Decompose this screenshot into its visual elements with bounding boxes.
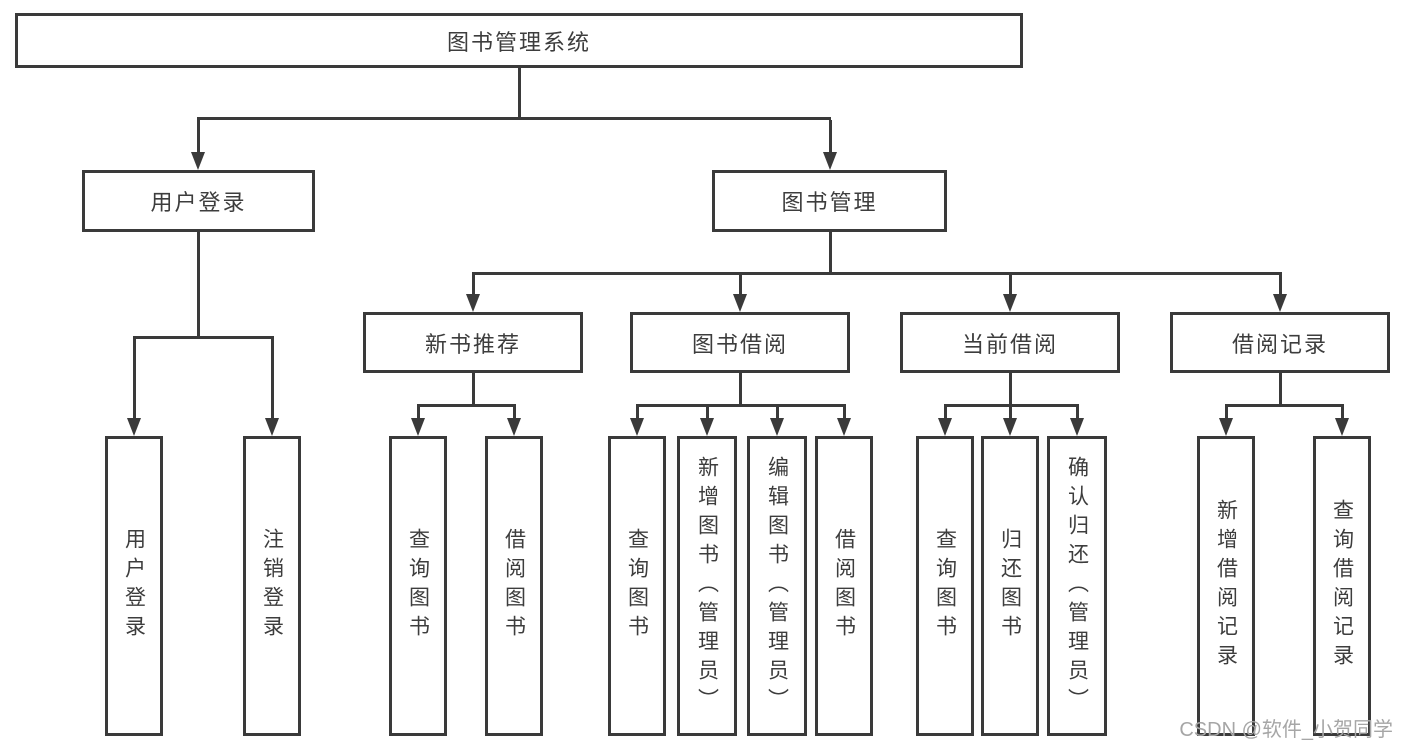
node-label: 查询借阅记录 bbox=[1330, 499, 1354, 673]
edge-new-book-rec-stem bbox=[472, 373, 475, 404]
node-label: 图书借阅 bbox=[691, 331, 788, 357]
node-label: 图书管理 bbox=[781, 190, 878, 215]
arrowhead-book-borrow bbox=[733, 294, 747, 312]
edge-current-borrow-branch bbox=[944, 404, 1079, 407]
edge-to-leaf-logout bbox=[271, 339, 274, 418]
edge-book-mgmt-branch bbox=[472, 272, 1282, 275]
arrowhead-leaf-logout bbox=[265, 418, 279, 436]
edge-book-mgmt-stem bbox=[829, 232, 832, 272]
edge-to-leaf-confirm-return bbox=[1076, 407, 1079, 418]
edge-new-book-rec-branch bbox=[417, 404, 516, 407]
node-label: 用户登录 bbox=[122, 528, 146, 644]
edge-user-login-stem bbox=[197, 232, 200, 336]
node-label: 新增借阅记录 bbox=[1214, 499, 1238, 673]
node-label: 当前借阅 bbox=[961, 331, 1058, 357]
arrowhead-book-mgmt bbox=[823, 152, 837, 170]
arrowhead-leaf-add-book bbox=[700, 418, 714, 436]
node-leaf-add-borrow-record: 新增借阅记录 bbox=[1197, 436, 1255, 736]
node-label: 借阅图书 bbox=[502, 528, 526, 644]
edge-to-leaf-user-login bbox=[133, 339, 136, 418]
edge-to-leaf-borrow-book-borrow bbox=[843, 407, 846, 418]
node-leaf-edit-book: 编辑图书（管理员） bbox=[747, 436, 807, 736]
arrowhead-user-login bbox=[191, 152, 205, 170]
edge-root-stem bbox=[518, 68, 521, 117]
edge-to-leaf-query-borrow-record bbox=[1341, 407, 1344, 418]
node-book-mgmt: 图书管理 bbox=[712, 170, 947, 232]
arrowhead-leaf-edit-book bbox=[770, 418, 784, 436]
arrowhead-leaf-return-book bbox=[1003, 418, 1017, 436]
node-leaf-query-book-rec: 查询图书 bbox=[389, 436, 447, 736]
edge-book-borrow-branch bbox=[636, 404, 846, 407]
arrowhead-leaf-borrow-book-borrow bbox=[837, 418, 851, 436]
node-label: 新增图书（管理员） bbox=[695, 455, 719, 717]
edge-to-book-mgmt bbox=[829, 120, 832, 152]
arrowhead-leaf-add-borrow-record bbox=[1219, 418, 1233, 436]
node-leaf-query-book-current: 查询图书 bbox=[916, 436, 974, 736]
node-label: 图书管理系统 bbox=[446, 29, 591, 55]
edge-to-current-borrow bbox=[1009, 275, 1012, 294]
node-root: 图书管理系统 bbox=[15, 13, 1023, 68]
edge-borrow-record-branch bbox=[1225, 404, 1344, 407]
arrowhead-borrow-record bbox=[1273, 294, 1287, 312]
arrowhead-leaf-user-login bbox=[127, 418, 141, 436]
arrowhead-current-borrow bbox=[1003, 294, 1017, 312]
edge-user-login-branch bbox=[133, 336, 274, 339]
edge-borrow-record-stem bbox=[1279, 373, 1282, 404]
node-leaf-query-borrow-record: 查询借阅记录 bbox=[1313, 436, 1371, 736]
arrowhead-leaf-query-borrow-record bbox=[1335, 418, 1349, 436]
edge-current-borrow-stem bbox=[1009, 373, 1012, 404]
node-leaf-borrow-book-rec: 借阅图书 bbox=[485, 436, 543, 736]
node-label: 确认归还（管理员） bbox=[1065, 455, 1089, 717]
node-label: 查询图书 bbox=[406, 528, 430, 644]
node-user-login: 用户登录 bbox=[82, 170, 315, 232]
node-label: 新书推荐 bbox=[424, 331, 521, 357]
node-leaf-logout: 注销登录 bbox=[243, 436, 301, 736]
edge-to-new-book-rec bbox=[472, 275, 475, 294]
edge-to-leaf-query-book-current bbox=[944, 407, 947, 418]
node-leaf-borrow-book-borrow: 借阅图书 bbox=[815, 436, 873, 736]
watermark-text: CSDN @软件_小贺同学 bbox=[1179, 719, 1393, 741]
node-label: 查询图书 bbox=[625, 528, 649, 644]
edge-to-leaf-return-book bbox=[1009, 407, 1012, 418]
edge-book-borrow-stem bbox=[739, 373, 742, 404]
node-label: 编辑图书（管理员） bbox=[765, 455, 789, 717]
edge-to-leaf-add-borrow-record bbox=[1225, 407, 1228, 418]
arrowhead-leaf-query-book-borrow bbox=[630, 418, 644, 436]
node-leaf-add-book: 新增图书（管理员） bbox=[677, 436, 737, 736]
arrowhead-leaf-confirm-return bbox=[1070, 418, 1084, 436]
node-label: 注销登录 bbox=[260, 528, 284, 644]
node-borrow-record: 借阅记录 bbox=[1170, 312, 1390, 373]
node-label: 用户登录 bbox=[150, 190, 247, 215]
node-label: 归还图书 bbox=[998, 528, 1022, 644]
node-current-borrow: 当前借阅 bbox=[900, 312, 1120, 373]
edge-to-leaf-edit-book bbox=[776, 407, 779, 418]
node-book-borrow: 图书借阅 bbox=[630, 312, 850, 373]
edge-to-leaf-query-book-rec bbox=[417, 407, 420, 418]
node-new-book-rec: 新书推荐 bbox=[363, 312, 583, 373]
node-label: 借阅图书 bbox=[832, 528, 856, 644]
arrowhead-leaf-query-book-current bbox=[938, 418, 952, 436]
node-leaf-user-login: 用户登录 bbox=[105, 436, 163, 736]
edge-to-leaf-add-book bbox=[706, 407, 709, 418]
node-leaf-confirm-return: 确认归还（管理员） bbox=[1047, 436, 1107, 736]
node-leaf-return-book: 归还图书 bbox=[981, 436, 1039, 736]
edge-to-leaf-query-book-borrow bbox=[636, 407, 639, 418]
edge-root-branch bbox=[197, 117, 831, 120]
arrowhead-leaf-borrow-book-rec bbox=[507, 418, 521, 436]
edge-to-user-login bbox=[197, 120, 200, 152]
edge-to-borrow-record bbox=[1279, 275, 1282, 294]
arrowhead-new-book-rec bbox=[466, 294, 480, 312]
node-label: 借阅记录 bbox=[1231, 331, 1328, 357]
arrowhead-leaf-query-book-rec bbox=[411, 418, 425, 436]
edge-to-book-borrow bbox=[739, 275, 742, 294]
edge-to-leaf-borrow-book-rec bbox=[513, 407, 516, 418]
node-leaf-query-book-borrow: 查询图书 bbox=[608, 436, 666, 736]
node-label: 查询图书 bbox=[933, 528, 957, 644]
